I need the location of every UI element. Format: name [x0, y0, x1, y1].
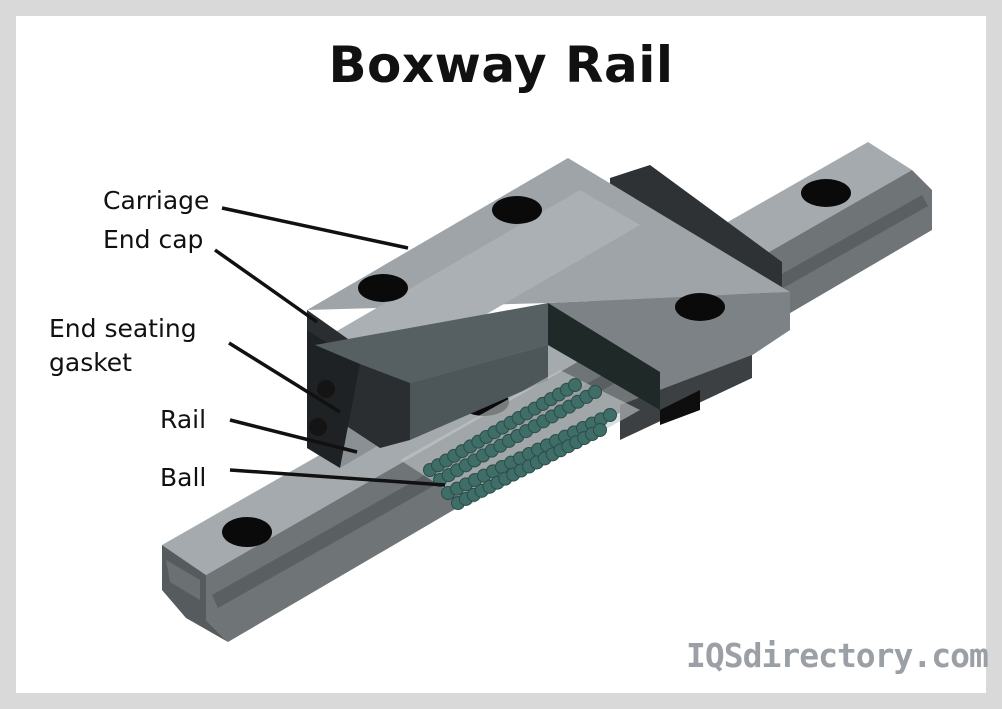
label-ball: Ball	[160, 463, 207, 492]
carriage-hole	[492, 196, 542, 224]
carriage	[307, 158, 790, 468]
carriage-hole	[675, 293, 725, 321]
carriage-hole	[358, 274, 408, 302]
leader-rail	[229, 418, 358, 454]
ball	[603, 408, 617, 422]
label-rail: Rail	[160, 405, 207, 434]
leader-lines	[213, 206, 446, 487]
label-end-seating-gasket-line2: gasket	[49, 348, 132, 377]
label-end-seating-gasket-line1: End seating	[49, 314, 197, 343]
rail-hole	[222, 517, 272, 547]
ball	[593, 423, 607, 437]
label-end-cap: End cap	[103, 225, 204, 254]
ball	[588, 385, 602, 399]
watermark-logo: IQSdirectory.com	[686, 636, 989, 675]
leader-end-cap	[213, 248, 319, 324]
leader-ball	[229, 468, 446, 487]
ball	[568, 378, 582, 392]
ball-chains	[423, 378, 617, 510]
label-carriage: Carriage	[103, 186, 210, 215]
rail-hole	[801, 179, 851, 207]
leader-end-seating-gasket	[228, 341, 341, 414]
diagram-title: Boxway Rail	[328, 36, 674, 94]
leader-carriage	[221, 206, 409, 250]
